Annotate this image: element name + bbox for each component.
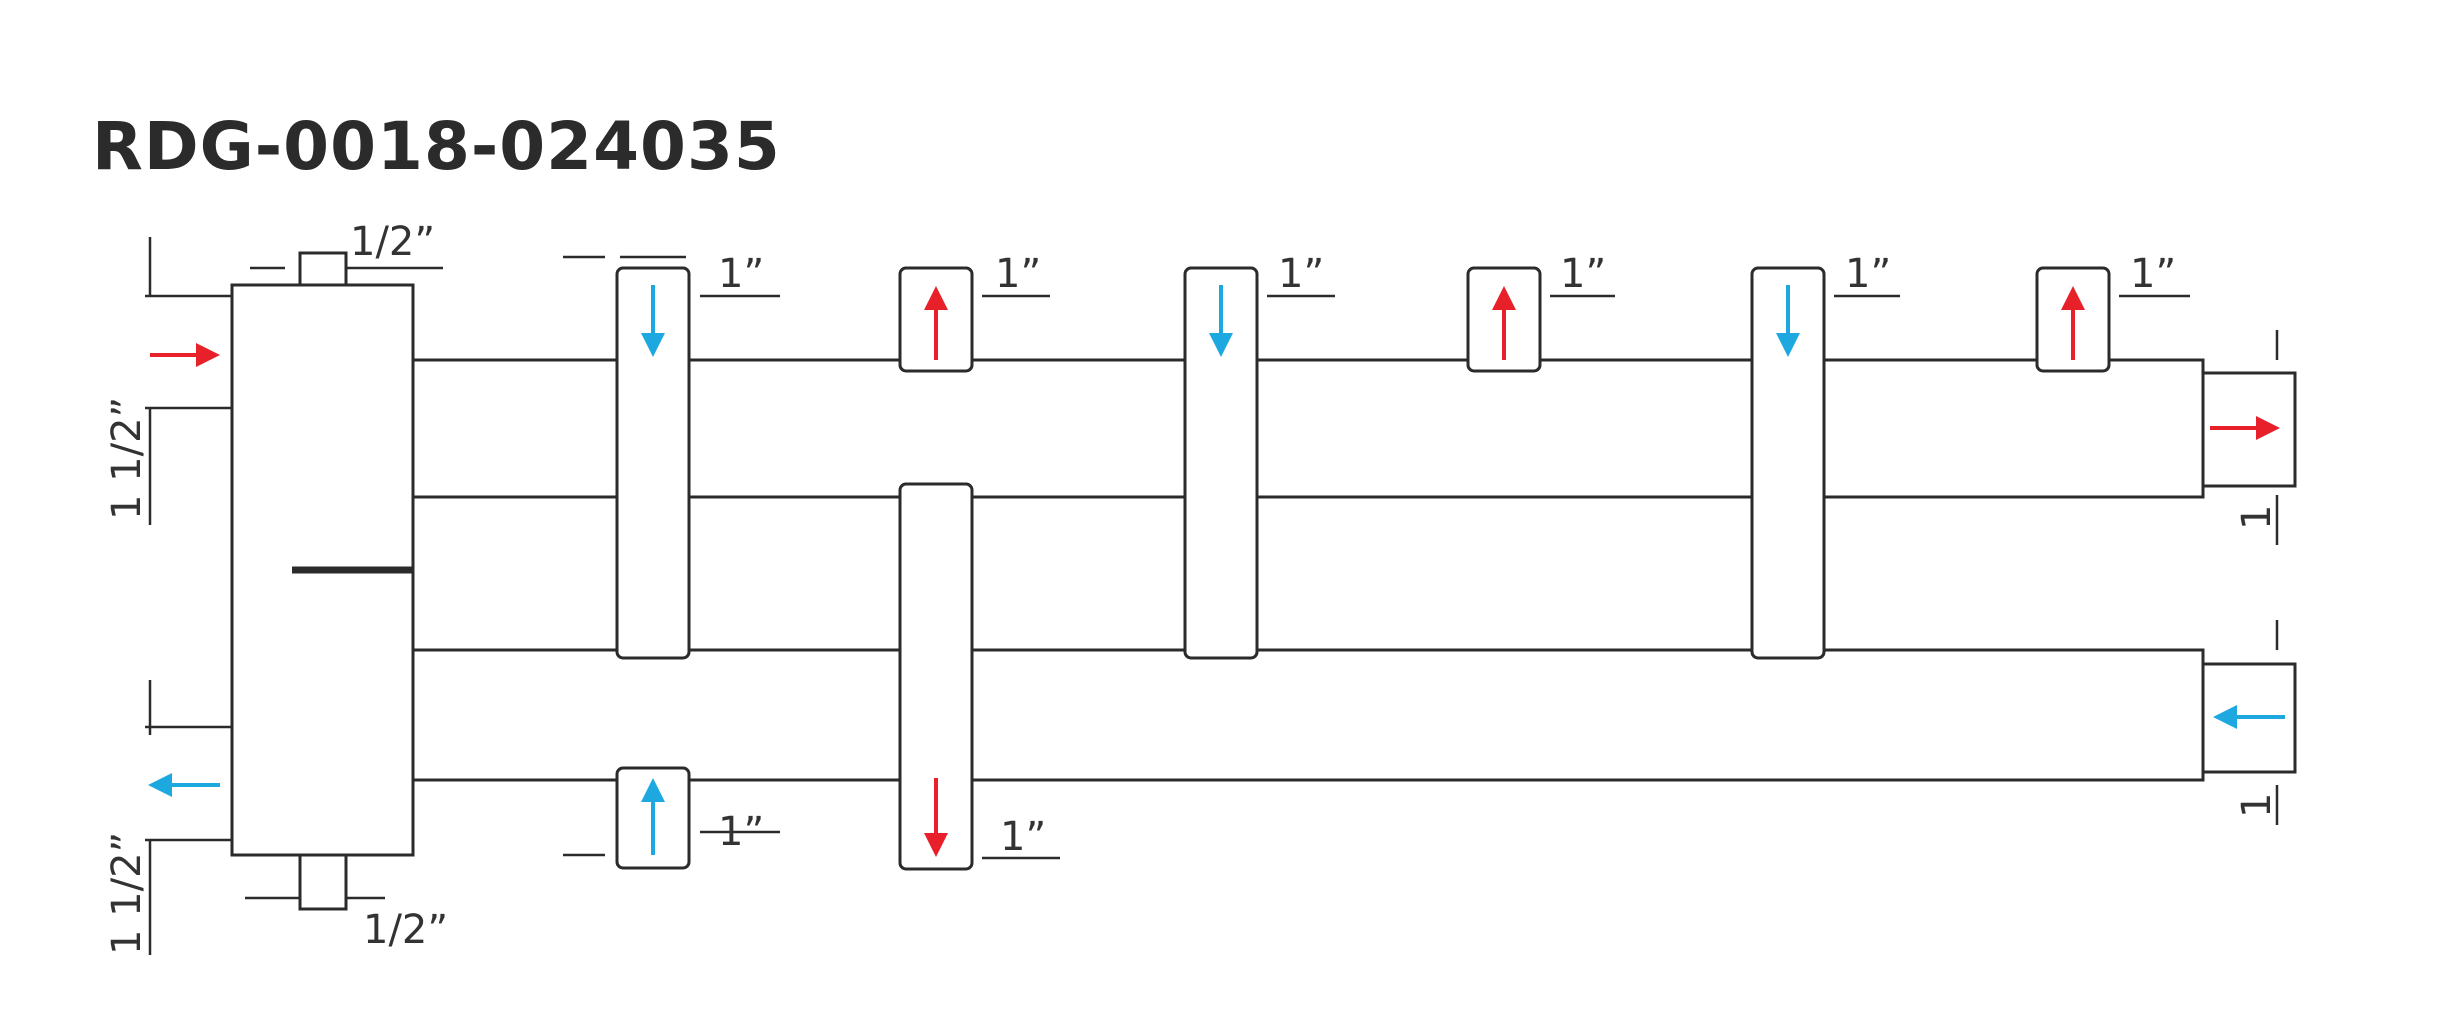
label-branch-t4: 1ˮ bbox=[1560, 251, 1606, 297]
manifold-return-pipe bbox=[411, 648, 2205, 782]
label-right-return: 1 bbox=[2234, 793, 2280, 818]
branch-outlet-5 bbox=[1750, 266, 1826, 660]
label-branch-b2: 1ˮ bbox=[1000, 814, 1046, 860]
label-branch-b1: 1ˮ bbox=[718, 809, 764, 855]
label-right-supply: 1 bbox=[2234, 505, 2280, 530]
label-branch-t5: 1ˮ bbox=[1845, 251, 1891, 297]
label-left-inlet: 1 1/2ˮ bbox=[104, 397, 150, 520]
branch-outlet-1 bbox=[615, 266, 691, 660]
top-vent-port bbox=[298, 251, 348, 287]
branch-outlet-7 bbox=[898, 482, 974, 871]
label-top-vent: 1/2ˮ bbox=[350, 219, 435, 265]
label-branch-t6: 1ˮ bbox=[2130, 251, 2176, 297]
label-left-outlet: 1 1/2ˮ bbox=[104, 832, 150, 955]
label-bottom-drain: 1/2ˮ bbox=[363, 907, 448, 953]
diagram-title: RDG-0018-024035 bbox=[92, 108, 781, 185]
bottom-drain-port bbox=[298, 853, 348, 911]
label-branch-t3: 1ˮ bbox=[1278, 251, 1324, 297]
branch-outlet-3 bbox=[1183, 266, 1259, 660]
label-branch-t2: 1ˮ bbox=[995, 251, 1041, 297]
label-branch-t1: 1ˮ bbox=[718, 251, 764, 297]
manifold-supply-pipe bbox=[411, 358, 2205, 499]
